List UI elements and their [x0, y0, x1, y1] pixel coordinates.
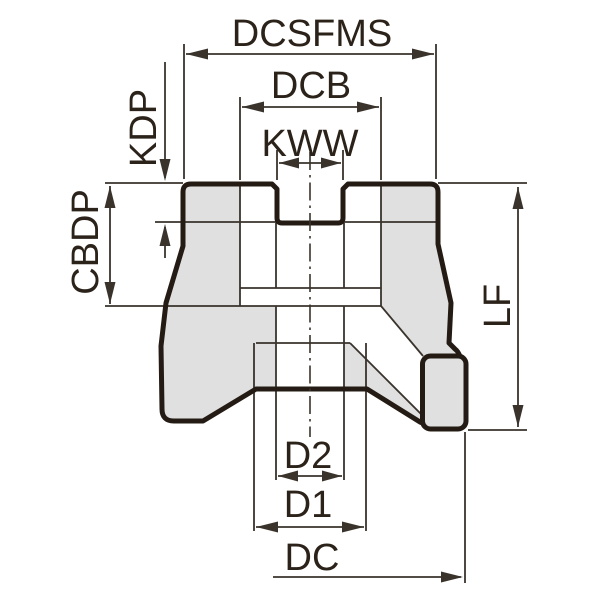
label-lf: LF	[477, 284, 519, 328]
arrowhead-up	[104, 186, 116, 208]
arrowhead-right	[342, 521, 364, 533]
arrowhead-right	[357, 101, 379, 113]
dim-kww: KWW	[261, 123, 359, 180]
dim-cbdp: CBDP	[65, 182, 183, 304]
label-dcsfms: DCSFMS	[232, 13, 392, 55]
dim-dc: DC	[273, 432, 466, 583]
extension-line	[276, 150, 344, 180]
label-kww: KWW	[261, 123, 358, 165]
label-d2: D2	[284, 435, 333, 477]
interior-lines	[105, 186, 437, 531]
label-dc: DC	[285, 537, 340, 579]
label-dcb: DCB	[271, 65, 351, 107]
label-cbdp: CBDP	[65, 189, 107, 295]
cutting-insert	[420, 353, 469, 432]
extension-line	[183, 44, 437, 179]
pocket-gash-lower-diagonal	[349, 342, 424, 417]
arrowhead-down	[104, 282, 116, 304]
arrowhead-right	[322, 470, 342, 482]
arrowhead-down	[512, 405, 524, 427]
label-kdp: KDP	[123, 89, 165, 167]
arrowhead-down	[159, 159, 171, 181]
dim-d1: D1	[256, 484, 364, 533]
pocket-gash-upper-diagonal	[380, 305, 424, 357]
arrowhead-left	[256, 521, 278, 533]
extension-line	[239, 97, 382, 180]
arrowhead-left	[278, 470, 298, 482]
dim-kdp: KDP	[123, 62, 171, 258]
label-d1: D1	[284, 484, 333, 526]
dim-lf: LF	[438, 182, 527, 431]
arrowhead-left	[242, 101, 264, 113]
arrowhead-right	[412, 48, 434, 60]
arrowhead-left	[186, 48, 208, 60]
arrowhead-up	[512, 187, 524, 209]
arrowhead-up	[159, 224, 171, 246]
dim-dcsfms: DCSFMS	[183, 13, 437, 179]
arrowhead-right	[441, 571, 463, 583]
dim-dcb: DCB	[239, 65, 382, 180]
arrowhead-right	[321, 157, 341, 169]
dim-d2: D2	[278, 435, 342, 482]
arrowhead-left	[279, 157, 299, 169]
